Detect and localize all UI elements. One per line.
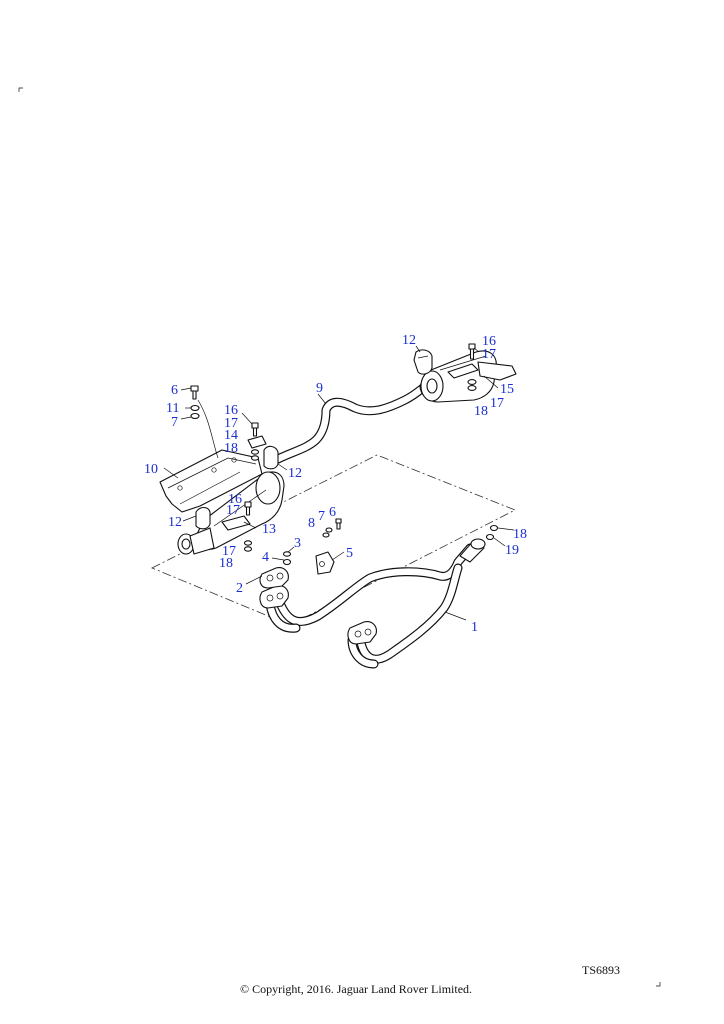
callout-12-rear: 12 — [402, 333, 416, 348]
callout-6-bracket: 6 — [329, 505, 336, 520]
callout-5: 5 — [346, 546, 353, 561]
callout-11: 11 — [166, 401, 179, 416]
copyright-notice: © Copyright, 2016. Jaguar Land Rover Lim… — [239, 982, 473, 996]
rear-silencer — [419, 350, 517, 403]
leader-lines — [163, 345, 515, 621]
callout-13: 13 — [262, 522, 276, 537]
downpipe-bracket — [315, 551, 335, 575]
callout-16-lower: 16 — [228, 492, 242, 507]
front-silencer — [195, 471, 285, 550]
rubber-mounting-middle — [263, 445, 279, 470]
rear-bolt — [468, 343, 476, 360]
callout-18-upper: 18 — [224, 441, 238, 456]
callout-labels: 1 2 3 4 5 6 6 7 7 8 9 10 11 12 12 12 13 … — [144, 333, 527, 635]
callout-17-lower: 17 — [226, 503, 240, 518]
registration-mark-bottom-right — [656, 982, 661, 987]
heat-shield-bolt — [190, 385, 199, 400]
callout-16-rear: 16 — [482, 334, 496, 349]
rear-washers — [467, 379, 477, 391]
rubber-mounting-rear — [413, 349, 433, 375]
intermediate-pipe — [267, 379, 433, 467]
callout-17-rear-top: 17 — [482, 347, 496, 362]
callout-18-clamp: 18 — [513, 527, 527, 542]
front-downpipe — [265, 538, 486, 669]
callout-12-front: 12 — [168, 515, 182, 530]
callout-3: 3 — [294, 536, 301, 551]
rear-bracket — [447, 363, 479, 379]
bracket-washers — [322, 527, 333, 538]
callout-1: 1 — [471, 620, 478, 635]
callout-19: 19 — [505, 543, 519, 558]
callout-7-heat-shield: 7 — [171, 415, 178, 430]
callout-14: 14 — [224, 428, 238, 443]
callout-7-bracket: 7 — [318, 509, 325, 524]
callout-8: 8 — [308, 516, 315, 531]
callout-17-rear-bottom: 17 — [490, 396, 504, 411]
registration-mark-top-left — [18, 87, 23, 92]
callout-10: 10 — [144, 462, 158, 477]
callout-15: 15 — [500, 382, 514, 397]
clamp-nut-washer — [485, 524, 499, 541]
mounting-bracket-upper — [247, 435, 267, 449]
heat-shield-washers — [190, 404, 200, 420]
exploded-view-boundary — [151, 454, 516, 626]
drawing-reference-code: TS6893 — [582, 963, 621, 977]
downpipe-flange-left — [259, 585, 289, 609]
stud-nut — [282, 551, 292, 566]
callout-18-bottom: 18 — [219, 556, 233, 571]
washer-nut-upper — [250, 449, 260, 461]
callout-6-heat-shield: 6 — [171, 383, 178, 398]
gasket — [259, 567, 289, 589]
callout-17-bottom: 17 — [222, 544, 236, 559]
callout-17-upper: 17 — [224, 416, 238, 431]
bolt-upper — [251, 422, 259, 437]
callout-4: 4 — [262, 550, 269, 565]
callout-18-rear: 18 — [474, 404, 488, 419]
downpipe-flange-right — [347, 621, 377, 645]
silencer-bracket — [221, 515, 251, 531]
heat-shield — [159, 449, 263, 513]
callout-12-middle: 12 — [288, 466, 302, 481]
silencer-inlet-flange — [177, 527, 215, 555]
callout-2: 2 — [236, 581, 243, 596]
bracket-bolt — [335, 518, 342, 530]
rubber-mounting-front — [195, 506, 211, 530]
callout-9: 9 — [316, 381, 323, 396]
washer-nut-lower — [243, 540, 253, 552]
bolt-lower — [244, 501, 252, 516]
callout-16-upper: 16 — [224, 403, 238, 418]
